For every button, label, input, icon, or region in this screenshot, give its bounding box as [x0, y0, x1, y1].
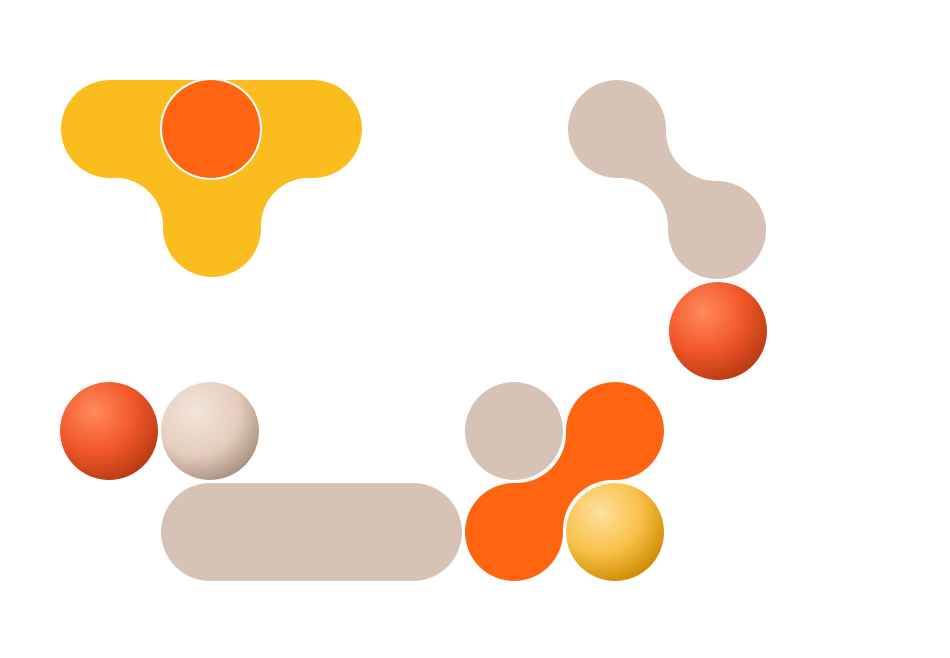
yellow-ball[interactable] [564, 481, 666, 583]
orange-ball[interactable] [60, 382, 158, 480]
beige-s-connector[interactable] [568, 80, 766, 279]
beige-disc[interactable] [465, 382, 563, 480]
orange-s-connector[interactable] [465, 382, 664, 581]
orange-disc-on-yellow[interactable] [160, 78, 262, 180]
orange-ball[interactable] [669, 282, 767, 380]
beige-capsule[interactable] [161, 483, 462, 581]
beige-ball[interactable] [161, 382, 259, 480]
